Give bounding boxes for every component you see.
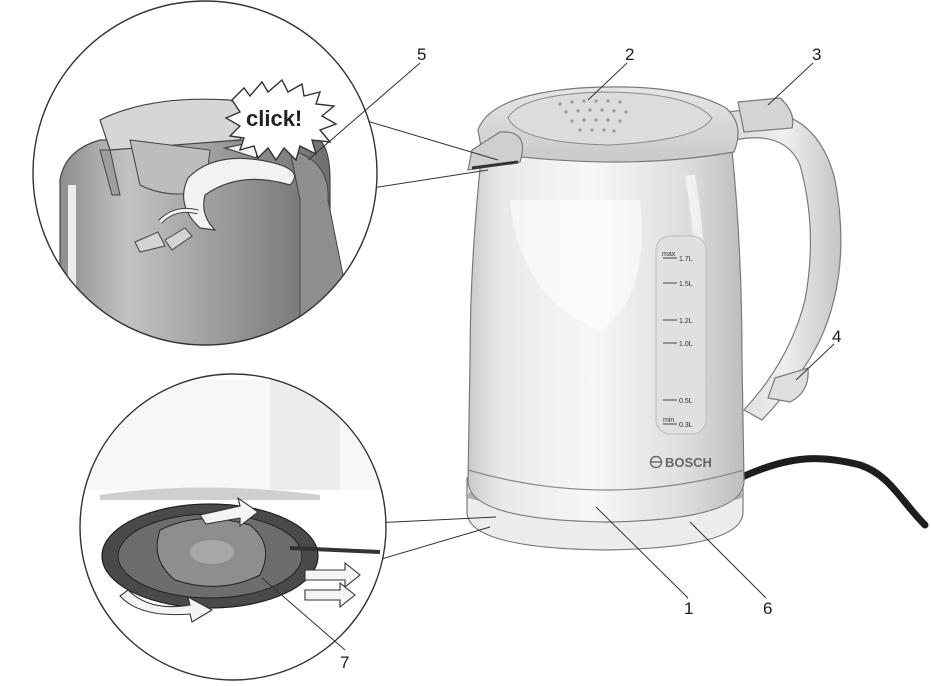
scale-mark-3: 1.2L xyxy=(679,318,693,325)
scale-mark-2: 1.5L xyxy=(679,281,693,288)
detail-lid-click: click! xyxy=(32,0,378,346)
click-starburst xyxy=(224,78,338,162)
scale-mark-5: 0.5L xyxy=(679,398,693,405)
callout-2: 2 xyxy=(625,45,634,64)
kettle-handle xyxy=(727,109,842,421)
detail-bottom-leader-upper xyxy=(373,516,497,524)
callout-7: 7 xyxy=(340,653,349,672)
callout-1: 1 xyxy=(684,599,693,618)
callout-leaders xyxy=(261,62,835,651)
scale-mark-4: 1.0L xyxy=(679,341,693,348)
lid-vent-holes xyxy=(558,99,628,133)
callout-4: 4 xyxy=(832,327,841,346)
scale-min-prefix: min xyxy=(663,417,674,424)
brand-logo: BOSCH xyxy=(649,455,712,470)
callout-3: 3 xyxy=(812,45,821,64)
callout-5: 5 xyxy=(417,45,426,64)
scale-max-prefix: max xyxy=(662,251,676,258)
detail-top-leader-lower xyxy=(371,169,489,189)
detail-bottom-leader-lower xyxy=(377,526,491,561)
kettle-spout xyxy=(467,131,524,171)
kettle-lid xyxy=(467,86,794,171)
water-level-window: max 1.7L 1.5L 1.2L 1.0L 0.5L min 0.3L xyxy=(655,235,707,435)
click-label: click! xyxy=(246,106,302,131)
scale-mark-6: 0.3L xyxy=(679,422,693,429)
detail-cord-storage xyxy=(79,373,387,681)
scale-mark-1: 1.7L xyxy=(679,256,693,263)
callout-6: 6 xyxy=(763,599,772,618)
lid-release-button xyxy=(737,97,794,133)
power-cord xyxy=(736,455,929,529)
brand-name: BOSCH xyxy=(665,455,712,470)
